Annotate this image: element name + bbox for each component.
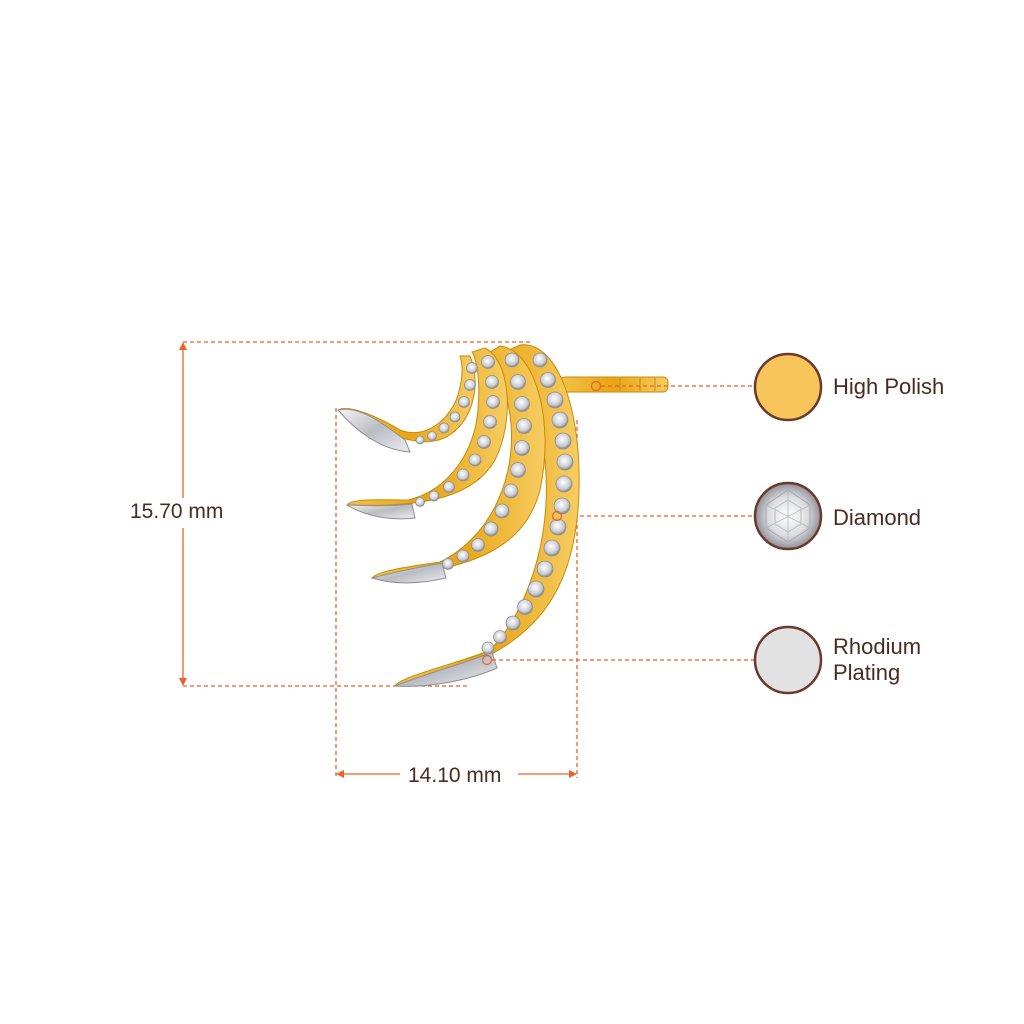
height-dimension <box>179 341 530 687</box>
rhodium-marker <box>481 654 493 666</box>
width-arrow-right <box>569 770 577 778</box>
earring-post <box>559 376 669 393</box>
height-arrow-bottom <box>179 678 187 686</box>
claw-second-tip <box>346 503 416 520</box>
legend-label-rhodium-line2: Plating <box>833 660 901 685</box>
diamond-marker <box>551 510 563 522</box>
earring-illustration <box>336 344 669 687</box>
legend-label-high-polish: High Polish <box>833 374 945 399</box>
diamond-swatch <box>753 481 823 551</box>
diamond-pave <box>415 352 574 655</box>
width-dimension-label: 14.10 mm <box>404 764 506 788</box>
legend-label-rhodium-plating: Rhodium Plating <box>833 634 921 686</box>
rhodium-swatch <box>753 625 823 695</box>
high-polish-marker <box>590 380 602 392</box>
claw-third <box>370 345 546 579</box>
height-dimension-label: 15.70 mm <box>128 500 226 524</box>
legend-label-diamond: Diamond <box>833 505 922 530</box>
legend-swatches <box>753 352 823 695</box>
claw-outer-tip <box>394 651 498 687</box>
width-arrow-left <box>336 770 344 778</box>
height-arrow-top <box>179 342 187 350</box>
legend-label-rhodium-line1: Rhodium <box>833 634 922 659</box>
high-polish-swatch <box>753 352 823 422</box>
claw-inner-tip <box>337 408 411 453</box>
claw-third-tip <box>370 562 447 584</box>
leader-lines <box>492 385 754 661</box>
claw-second <box>346 347 508 506</box>
